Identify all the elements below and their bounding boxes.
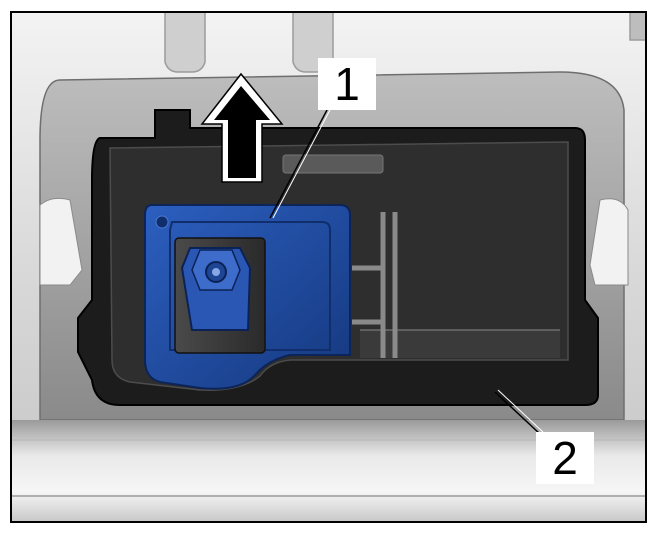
- callout-2-leader-outline: [497, 389, 544, 433]
- callout-label-2: 2: [536, 432, 594, 484]
- cavity-slot: [282, 154, 384, 174]
- left-side-clip: [39, 197, 83, 286]
- blue-connector: [144, 204, 351, 390]
- callout-1-leader-outline: [272, 109, 331, 219]
- frame-border: [10, 11, 647, 523]
- arrow-up-icon: [200, 72, 284, 183]
- callout-2-leader: [494, 391, 541, 435]
- callout-1-leader: [269, 109, 328, 219]
- top-hinges: [164, 11, 647, 73]
- callout-label-1: 1: [318, 58, 376, 110]
- guide-rail: [352, 212, 398, 358]
- right-side-clip: [589, 198, 629, 286]
